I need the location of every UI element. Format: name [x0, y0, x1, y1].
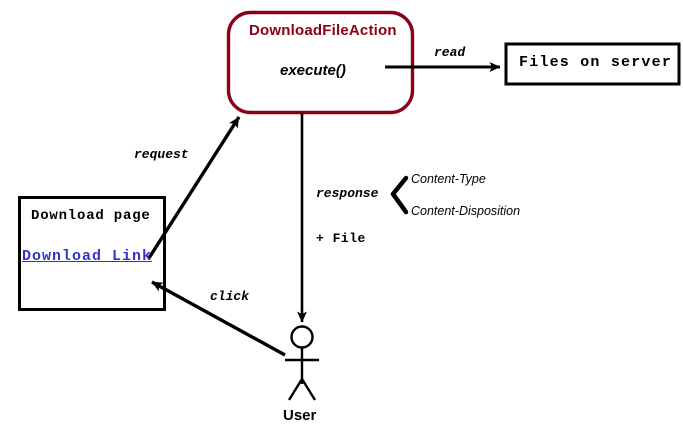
- user-leg-right: [300, 378, 317, 401]
- edge-label-response: response: [316, 186, 379, 201]
- edge-label-click: click: [210, 289, 250, 304]
- user-stick-figure: [285, 325, 319, 401]
- action-method-label: execute(): [280, 62, 346, 79]
- response-header-fork: [390, 175, 409, 215]
- action-box: [226, 10, 415, 115]
- response-header-content-disposition: Content-Disposition: [411, 204, 521, 218]
- edge-request-line: [147, 116, 241, 259]
- download-link[interactable]: Download Link: [22, 248, 153, 265]
- response-payload-label: + File: [316, 231, 366, 246]
- download-page-title: Download page: [31, 208, 151, 224]
- action-title: DownloadFileAction: [249, 22, 397, 39]
- edge-label-read: read: [434, 45, 466, 60]
- server-box-label: Files on server: [519, 54, 673, 71]
- user-head: [290, 325, 314, 349]
- edge-click-line: [151, 280, 286, 357]
- server-box: [504, 42, 681, 86]
- edge-label-request: request: [134, 147, 189, 162]
- user-leg-left: [287, 378, 304, 401]
- response-header-content-type: Content-Type: [411, 172, 486, 186]
- download-page-box: [18, 196, 166, 311]
- user-actor-label: User: [283, 407, 317, 424]
